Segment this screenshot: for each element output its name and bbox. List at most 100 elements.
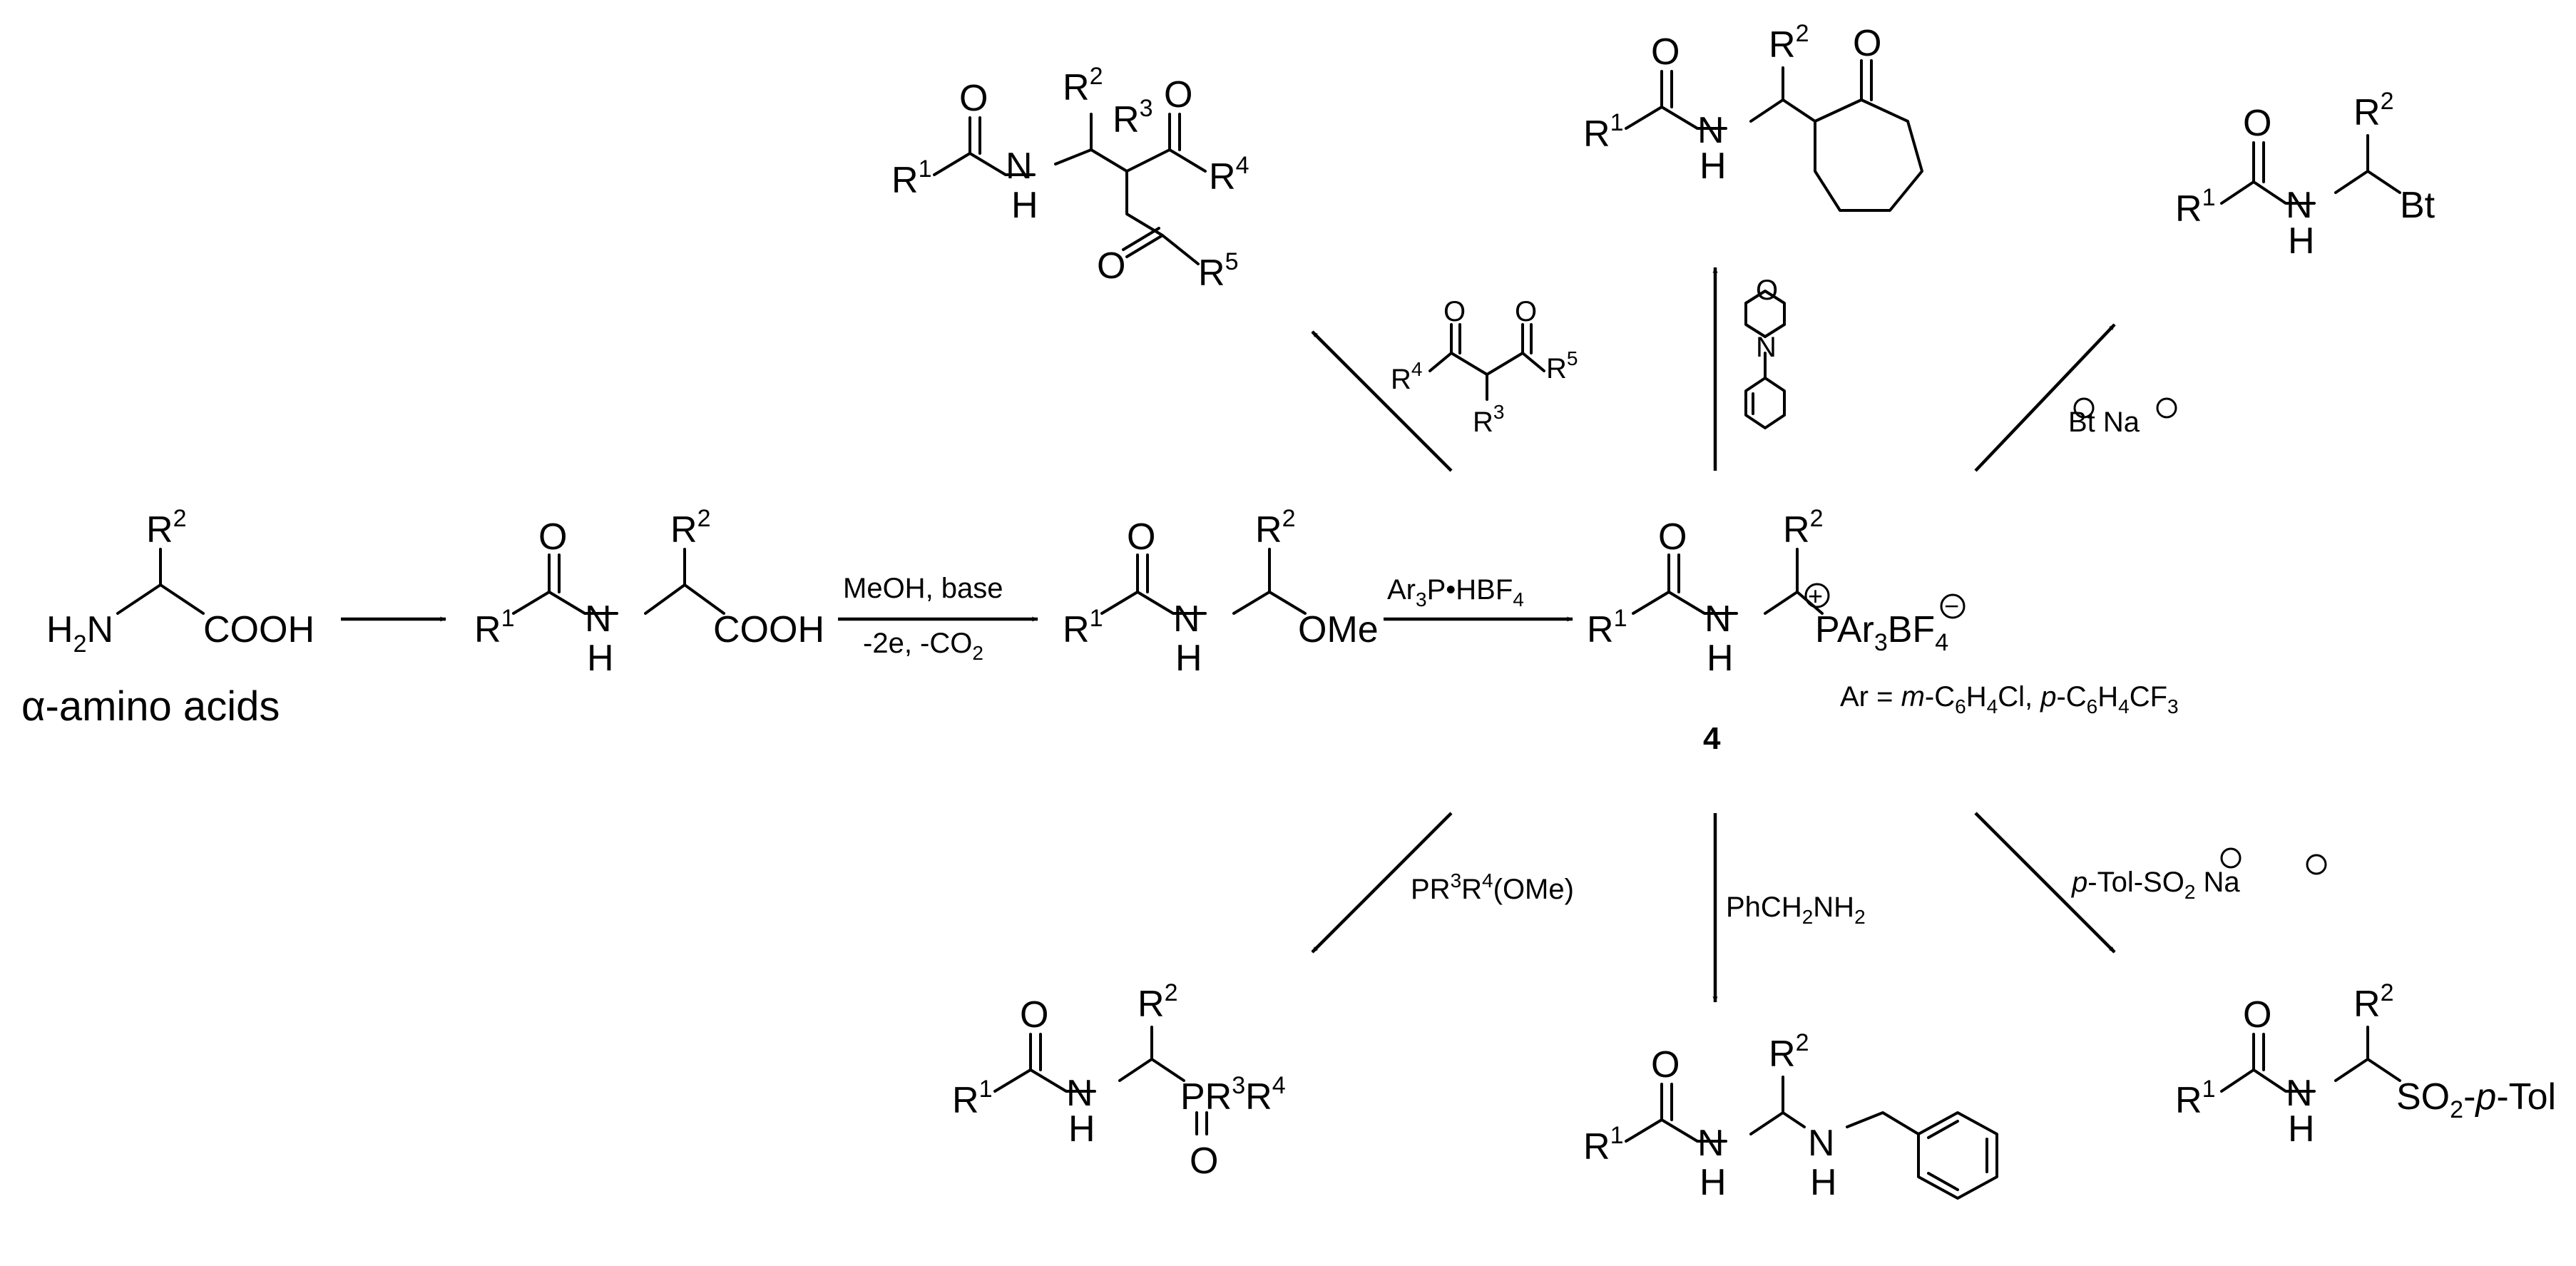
cooh-label: COOH bbox=[203, 609, 315, 650]
bt-label: Bt bbox=[2400, 185, 2436, 226]
r1-label: R1 bbox=[1583, 109, 1623, 155]
n-label: N bbox=[1066, 1073, 1093, 1114]
so2-ptol-label: SO2-p-Tol bbox=[2396, 1076, 2556, 1123]
h-label: H bbox=[1700, 146, 1727, 187]
dicarbonyl-adduct-product: O R1 N H R2 R3 O R4 O R5 bbox=[891, 63, 1249, 294]
r4-label: R4 bbox=[1391, 358, 1422, 395]
benzylaminal-product: O R1 N H R2 N H bbox=[1583, 1029, 1998, 1203]
r4-label: R4 bbox=[1209, 152, 1249, 198]
o-label: O bbox=[1651, 1044, 1680, 1086]
methoxy-amide-structure: O R1 N H R2 OMe bbox=[1063, 505, 1379, 679]
phosphonate-adduct-product: O R1 N H R2 PR3R4 O bbox=[952, 979, 1286, 1182]
r2-label: R2 bbox=[2353, 979, 2393, 1025]
r2-label: R2 bbox=[1769, 20, 1809, 66]
n-acyl-amino-acid-structure: O R1 N H R2 COOH bbox=[474, 505, 824, 679]
h-label: H bbox=[1175, 638, 1202, 679]
carbonyl-o: O bbox=[538, 516, 567, 558]
o-label: O bbox=[1515, 296, 1537, 327]
bt-sodium-reagent: Bt Na bbox=[2068, 407, 2140, 438]
r5-label: R5 bbox=[1198, 248, 1238, 294]
morpholine-o: O bbox=[1756, 275, 1778, 306]
r1-label: R1 bbox=[474, 605, 514, 650]
cyclohexanone-adduct-product: O R1 N H R2 O bbox=[1583, 20, 1923, 212]
ome-label: OMe bbox=[1298, 609, 1379, 650]
n-label: N bbox=[585, 598, 612, 640]
r1-label: R1 bbox=[2175, 1076, 2215, 1121]
h-label: H bbox=[587, 638, 614, 679]
phosphonium-salt-4-structure: O R1 N H R2 PAr3BF4 + − Ar = m-C6H4Cl, p… bbox=[1587, 505, 2179, 756]
electrolysis-conditions-top: MeOH, base bbox=[843, 573, 1003, 604]
h-label: H bbox=[1810, 1162, 1837, 1203]
cooh-label: COOH bbox=[713, 609, 824, 650]
r2-label: R2 bbox=[1783, 505, 1823, 551]
phosphonium-reagent: Ar3P•HBF4 bbox=[1387, 574, 1524, 611]
h-label: H bbox=[1700, 1162, 1727, 1203]
n-label: N bbox=[2286, 1073, 2313, 1114]
minus-charge-icon bbox=[1940, 593, 1966, 619]
o-label: O bbox=[1164, 74, 1192, 116]
r3-label: R3 bbox=[1473, 401, 1504, 438]
arrow-to-phosphonate-product bbox=[1311, 812, 1453, 954]
electrolysis-conditions-bottom: -2e, -CO2 bbox=[863, 628, 983, 664]
pAr3-bf4-label: PAr3BF4 bbox=[1815, 609, 1948, 656]
r5-label: R5 bbox=[1546, 347, 1578, 384]
r2-label: R2 bbox=[146, 505, 186, 551]
o-label: O bbox=[1020, 994, 1048, 1036]
amino-acids-caption: α-amino acids bbox=[21, 683, 280, 730]
r1-label: R1 bbox=[1063, 605, 1103, 650]
compound-number: 4 bbox=[1703, 721, 1721, 756]
minus-charge-icon bbox=[2220, 847, 2242, 869]
arrow-to-sulfone-product bbox=[1974, 812, 2116, 954]
r3-label: R3 bbox=[1113, 95, 1152, 141]
o-label: O bbox=[1651, 31, 1680, 73]
plus-charge-icon bbox=[2306, 854, 2327, 875]
n-label: N bbox=[1697, 1123, 1724, 1164]
n-label: N bbox=[2286, 185, 2313, 226]
plus-charge-icon bbox=[1804, 583, 1830, 608]
amino-acid-structure: R2 H2N COOH α-amino acids bbox=[21, 505, 315, 730]
h-label: H bbox=[2288, 1108, 2315, 1150]
carbonyl-o: O bbox=[1127, 516, 1155, 558]
r2-label: R2 bbox=[1063, 63, 1103, 108]
h-label: H bbox=[1707, 638, 1734, 679]
r2-label: R2 bbox=[670, 505, 710, 551]
minus-sign: − bbox=[1944, 591, 1959, 621]
r2-label: R2 bbox=[1138, 979, 1177, 1025]
ar-definition: Ar = m-C6H4Cl, p-C6H4CF3 bbox=[1840, 681, 2179, 718]
h-label: H bbox=[2288, 220, 2315, 262]
o-label: O bbox=[959, 78, 988, 119]
morpholine-n: N bbox=[1756, 332, 1777, 363]
benzotriazole-adduct-product: O R1 N H R2 Bt bbox=[2175, 88, 2436, 262]
o-label: O bbox=[1443, 296, 1466, 327]
r1-label: R1 bbox=[891, 155, 931, 201]
o-label: O bbox=[1853, 23, 1881, 64]
h-label: H bbox=[1011, 185, 1038, 226]
dicarbonyl-reagent: O O R4 R5 R3 bbox=[1391, 296, 1578, 438]
r1-label: R1 bbox=[1587, 605, 1627, 650]
phosphite-reagent: PR3R4(OMe) bbox=[1411, 869, 1574, 905]
n-label: N bbox=[1697, 110, 1724, 151]
r2-label: R2 bbox=[2353, 88, 2393, 133]
h-label: H bbox=[1068, 1108, 1095, 1150]
r1-label: R1 bbox=[952, 1076, 992, 1121]
n-label: N bbox=[1006, 146, 1033, 187]
o-label: O bbox=[2243, 103, 2271, 144]
r1-label: R1 bbox=[2175, 184, 2215, 230]
o-label: O bbox=[1097, 245, 1125, 287]
carbonyl-o: O bbox=[1658, 516, 1687, 558]
benzylamine-reagent: PhCH2NH2 bbox=[1726, 892, 1866, 928]
n-label: N bbox=[1808, 1123, 1835, 1164]
arrow-to-bt-product bbox=[1974, 323, 2116, 472]
r1-label: R1 bbox=[1583, 1122, 1623, 1168]
plus-sign: + bbox=[1808, 581, 1823, 611]
n-label: N bbox=[1704, 598, 1732, 640]
r2-label: R2 bbox=[1255, 505, 1295, 551]
o-label: O bbox=[1190, 1140, 1218, 1182]
sulfone-adduct-product: O R1 N H R2 SO2-p-Tol bbox=[2175, 979, 2556, 1150]
h2n-label: H2N bbox=[46, 609, 113, 658]
plus-charge-icon bbox=[2156, 397, 2177, 419]
minus-charge-icon bbox=[2073, 397, 2095, 419]
enamine-reagent: O N bbox=[1744, 275, 1786, 429]
n-label: N bbox=[1173, 598, 1200, 640]
